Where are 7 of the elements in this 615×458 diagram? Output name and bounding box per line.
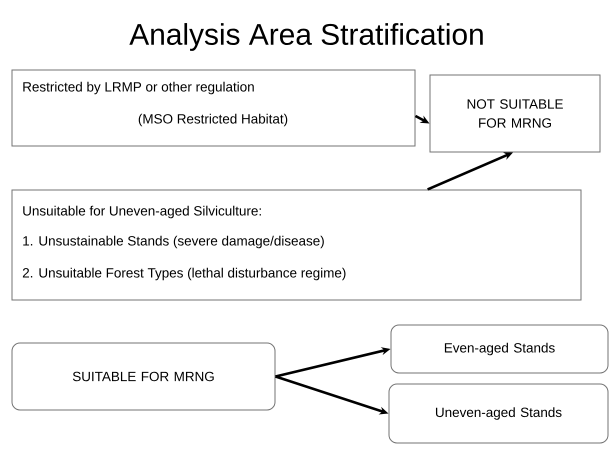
rounded-box: Even-aged Stands <box>390 324 608 374</box>
process-box: Unsuitable for Uneven-aged Silviculture: 1. Unsustainable Stands (severe damage/disease) 2. Unsuitable Forest Types (lethal disturbance regime) <box>12 190 582 300</box>
rounded-box: Uneven-aged Stands <box>388 384 608 444</box>
title: Analysis Area Stratification <box>129 23 483 51</box>
rounded-box: SUITABLE FOR MRNG <box>12 342 276 410</box>
process-box: NOT SUITABLE FOR MRNG <box>430 74 600 152</box>
process-box: Restricted by LRMP or other regulation (MSO Restricted Habitat) <box>12 70 416 146</box>
